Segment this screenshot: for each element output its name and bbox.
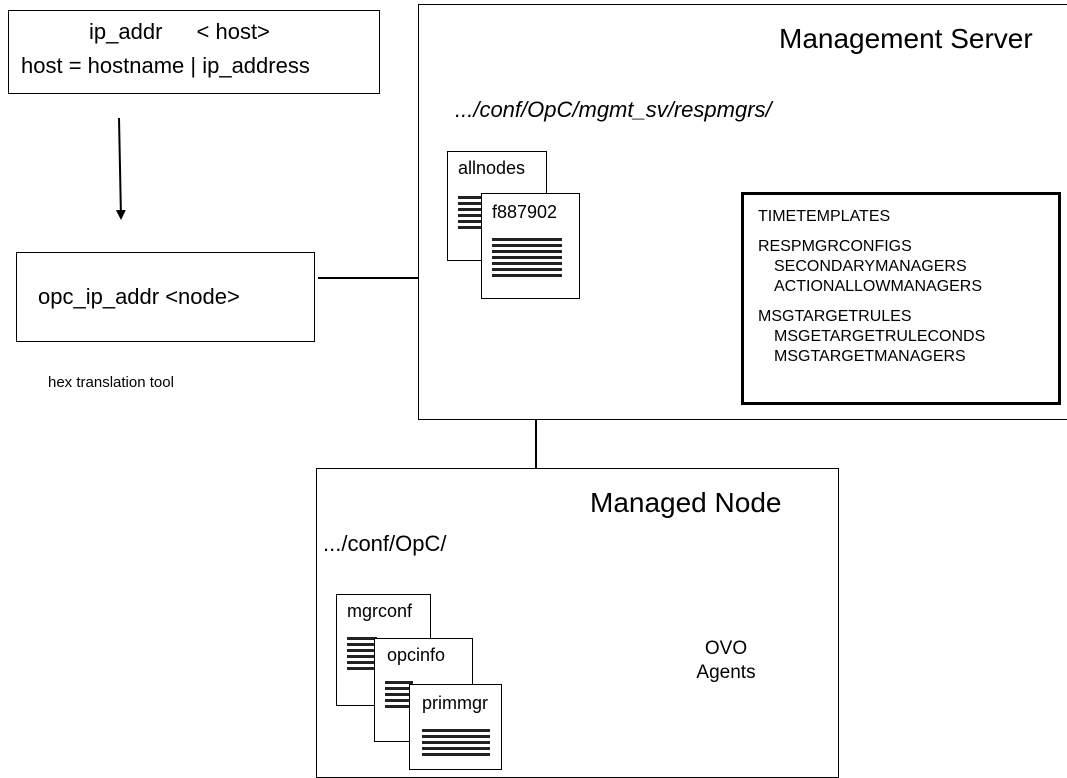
arrow-host-to-translate bbox=[115, 117, 126, 220]
file-mgrconf-lines bbox=[347, 637, 377, 673]
file-f887902: f887902 bbox=[481, 193, 580, 299]
file-primmgr-lines bbox=[422, 729, 490, 759]
host-line-2: host = hostname | ip_address bbox=[21, 53, 310, 78]
managed-node-path: .../conf/OpC/ bbox=[323, 531, 447, 556]
management-server-path: .../conf/OpC/mgmt_sv/respmgrs/ bbox=[455, 97, 772, 122]
host-line-1: ip_addr < host> bbox=[89, 19, 270, 45]
config-item: RESPMGRCONFIGS bbox=[758, 238, 912, 255]
ovo-label-line-2: Agents bbox=[696, 662, 756, 683]
managed-node-title: Managed Node bbox=[590, 487, 782, 518]
file-allnodes-label: allnodes bbox=[458, 158, 526, 178]
translate-caption: hex translation tool bbox=[48, 374, 174, 391]
config-item: ACTIONALLOWMANAGERS bbox=[774, 278, 983, 295]
config-item: MSGETARGETRULECONDS bbox=[774, 328, 986, 345]
file-f887902-label: f887902 bbox=[492, 202, 558, 222]
config-item: MSGTARGETMANAGERS bbox=[774, 348, 966, 365]
translate-box: opc_ip_addr <node> bbox=[16, 252, 315, 342]
config-item: MSGTARGETRULES bbox=[758, 308, 912, 325]
config-detail-box: TIMETEMPLATES RESPMGRCONFIGS SECONDARYMA… bbox=[741, 192, 1061, 405]
ip-addr-text: ip_addr bbox=[89, 19, 163, 44]
file-opcinfo-label: opcinfo bbox=[387, 645, 446, 665]
config-item: TIMETEMPLATES bbox=[758, 208, 891, 225]
config-item: SECONDARYMANAGERS bbox=[774, 258, 967, 275]
translate-label: opc_ip_addr <node> bbox=[38, 284, 240, 309]
host-box: ip_addr < host> host = hostname | ip_add… bbox=[8, 10, 380, 94]
file-f887902-lines bbox=[492, 238, 562, 280]
file-mgrconf-label: mgrconf bbox=[347, 601, 413, 621]
management-server-title: Management Server bbox=[779, 23, 1033, 54]
file-primmgr: primmgr bbox=[409, 684, 502, 770]
file-allnodes-lines bbox=[458, 196, 484, 232]
file-opcinfo-lines bbox=[385, 681, 413, 711]
host-placeholder-text: < host> bbox=[196, 19, 270, 44]
ovo-agents-label: OVO Agents bbox=[678, 637, 774, 685]
config-detail-list: TIMETEMPLATES RESPMGRCONFIGS SECONDARYMA… bbox=[758, 207, 985, 367]
ovo-label-line-1: OVO bbox=[704, 638, 748, 659]
file-primmgr-label: primmgr bbox=[422, 693, 488, 713]
